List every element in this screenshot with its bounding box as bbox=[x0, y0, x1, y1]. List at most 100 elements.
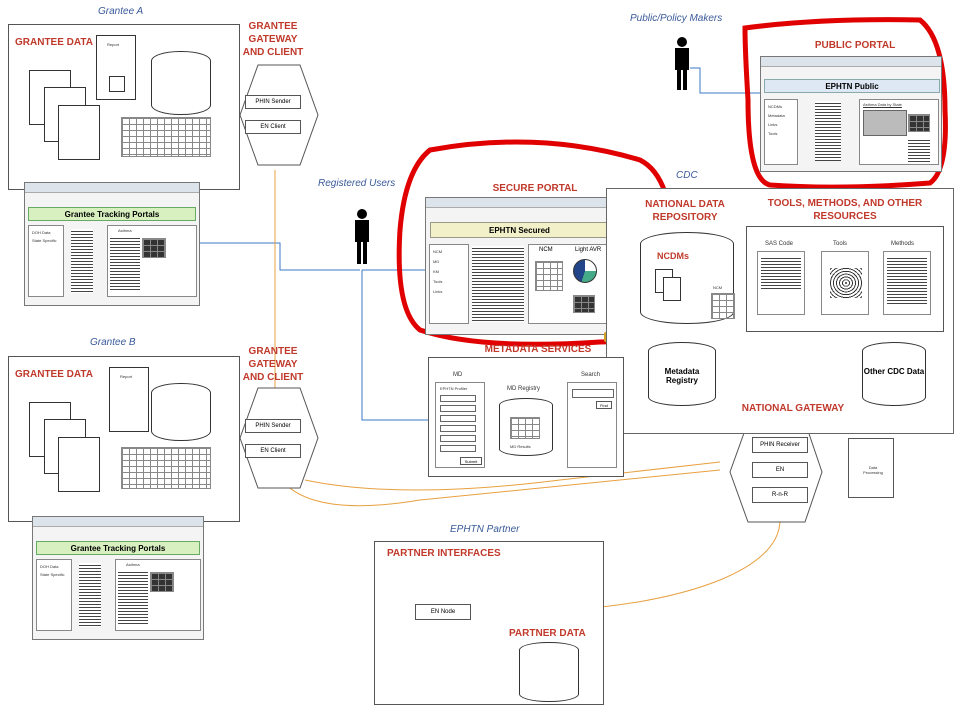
secure-portal-title: SECURE PORTAL bbox=[492, 183, 578, 194]
window-titlebar bbox=[33, 517, 203, 527]
metadata-box: MD MD Registry Search EPHTN Profiler Sub… bbox=[428, 357, 624, 477]
grantee-a-portal-title: Grantee Tracking Portals bbox=[28, 207, 196, 221]
grantee-b-phin-sender: PHIN Sender bbox=[245, 419, 301, 433]
form-field[interactable] bbox=[440, 405, 476, 412]
public-menu-item: Tools bbox=[768, 131, 778, 136]
public-actor-label: Public/Policy Makers bbox=[630, 13, 723, 24]
tools-col-sas: SAS Code bbox=[765, 241, 794, 247]
public-portal-highlight bbox=[742, 17, 948, 190]
grantee-a-data-title: GRANTEE DATA bbox=[15, 37, 93, 48]
tools-col-tools: Tools bbox=[833, 241, 848, 247]
secure-portal-window: EPHTN Secured NCM MD KM Tools Links NCM … bbox=[425, 197, 617, 335]
cdc-label: CDC bbox=[676, 170, 698, 181]
rnr-box: R-n-R bbox=[752, 487, 808, 503]
public-window-title: EPHTN Public bbox=[764, 79, 940, 93]
data-table-icon bbox=[121, 447, 211, 489]
national-gateway-title: NATIONAL GATEWAY bbox=[741, 403, 845, 414]
grantee-b-tracking-portal-window: Grantee Tracking Portals DOH Data State … bbox=[32, 516, 204, 640]
database-icon bbox=[151, 51, 211, 115]
window-titlebar bbox=[25, 183, 199, 193]
us-map-icon bbox=[863, 110, 907, 136]
public-menu-item: Links bbox=[768, 122, 778, 127]
secure-menu: NCM MD KM Tools Links bbox=[429, 244, 469, 324]
methods-panel bbox=[883, 251, 931, 315]
grantee-b-label: Grantee B bbox=[90, 337, 136, 348]
form-field[interactable] bbox=[440, 395, 476, 402]
light-avr-label: Light AVR bbox=[575, 247, 602, 253]
portal-chart-label: Asthma bbox=[126, 562, 140, 567]
metadata-services-title: METADATA SERVICES bbox=[484, 344, 592, 355]
tools-title: TOOLS, METHODS, AND OTHER RESOURCES bbox=[767, 198, 923, 222]
report-document: Report bbox=[96, 35, 136, 100]
ndr-database: NCDMs NCM bbox=[640, 232, 735, 324]
grantee-a-portal-link bbox=[200, 242, 360, 271]
grantee-a-tracking-portal-window: Grantee Tracking Portals DOH Data State … bbox=[24, 182, 200, 306]
registered-users-label: Registered Users bbox=[318, 178, 396, 189]
partner-box: PARTNER INTERFACES PARTNER DATA bbox=[374, 541, 604, 705]
secure-menu-item: NCM bbox=[433, 249, 443, 254]
pie-chart-icon bbox=[573, 259, 597, 283]
form-field[interactable] bbox=[440, 435, 476, 442]
public-map-panel: Asthma Data by State bbox=[859, 99, 939, 165]
ndr-ncm-label: NCM bbox=[713, 285, 723, 290]
submit-button[interactable]: Submit bbox=[460, 457, 482, 465]
report-document: Report bbox=[109, 367, 149, 432]
grantee-a-data-box: GRANTEE DATA Report bbox=[8, 24, 240, 190]
document-icon bbox=[663, 277, 681, 301]
partner-db bbox=[519, 642, 579, 702]
public-menu-item: NCDMs bbox=[768, 104, 782, 109]
portal-chart-panel: Asthma bbox=[115, 559, 201, 631]
report-label: Report bbox=[107, 42, 120, 47]
grantee-a-phin-sender: PHIN Sender bbox=[245, 95, 301, 109]
chart-thumb bbox=[908, 114, 930, 132]
text-lines bbox=[908, 138, 930, 162]
gateway-b-hexagon bbox=[239, 387, 319, 489]
ncm-grid bbox=[711, 293, 735, 319]
chart-thumb bbox=[150, 572, 174, 592]
portal-menu-item: State Specific bbox=[32, 238, 57, 243]
window-titlebar bbox=[761, 57, 941, 67]
text-lines bbox=[887, 256, 927, 306]
grantee-b-portal-title: Grantee Tracking Portals bbox=[36, 541, 200, 555]
data-table-icon bbox=[121, 117, 211, 157]
secure-chart-panel: NCM Light AVR bbox=[528, 244, 614, 324]
tools-col-methods: Methods bbox=[891, 241, 915, 247]
portal-menu: DOH Data State Specific bbox=[28, 225, 64, 297]
en-box: EN bbox=[752, 462, 808, 478]
form-field[interactable] bbox=[440, 445, 476, 452]
text-lines bbox=[79, 563, 101, 627]
public-portal-title: PUBLIC PORTAL bbox=[814, 40, 896, 51]
other-cdc-data-db: Other CDC Data bbox=[862, 342, 926, 406]
secure-window-title: EPHTN Secured bbox=[430, 222, 614, 238]
text-lines bbox=[110, 236, 140, 292]
public-menu-item: Metadata bbox=[768, 113, 785, 118]
grantee-a-gateway-title: GRANTEE GATEWAY AND CLIENT bbox=[242, 21, 304, 58]
portal-menu-item: DOH Data bbox=[32, 230, 51, 235]
report-label: Report bbox=[120, 374, 133, 379]
find-button[interactable]: Find bbox=[596, 401, 612, 409]
portal-menu-item: State Specific bbox=[40, 572, 65, 577]
gateway-b-orange-link bbox=[304, 461, 721, 491]
search-panel: Find bbox=[567, 382, 617, 468]
report-image bbox=[109, 76, 125, 92]
text-lines bbox=[761, 256, 801, 290]
grantee-a-en-client: EN Client bbox=[245, 120, 301, 134]
portal-chart-panel: Asthma bbox=[107, 225, 197, 297]
secure-menu-item: Tools bbox=[433, 279, 443, 284]
metadata-link bbox=[361, 270, 428, 421]
partner-label: EPHTN Partner bbox=[450, 524, 520, 535]
window-titlebar bbox=[426, 198, 616, 208]
grantee-b-gateway-title: GRANTEE GATEWAY AND CLIENT bbox=[242, 346, 304, 383]
search-input[interactable] bbox=[572, 389, 614, 398]
md-registry-label: MD Registry bbox=[507, 386, 541, 392]
document-icon bbox=[58, 105, 100, 160]
portal-menu: DOH Data State Specific bbox=[36, 559, 72, 631]
ncm-grid bbox=[535, 261, 563, 291]
document-icon bbox=[58, 437, 100, 492]
form-field[interactable] bbox=[440, 425, 476, 432]
secure-menu-item: MD bbox=[433, 259, 440, 264]
form-field[interactable] bbox=[440, 415, 476, 422]
ndr-title: NATIONAL DATA REPOSITORY bbox=[645, 199, 725, 223]
text-lines bbox=[118, 570, 148, 626]
public-portal-window: EPHTN Public NCDMs Metadata Links Tools … bbox=[760, 56, 942, 172]
